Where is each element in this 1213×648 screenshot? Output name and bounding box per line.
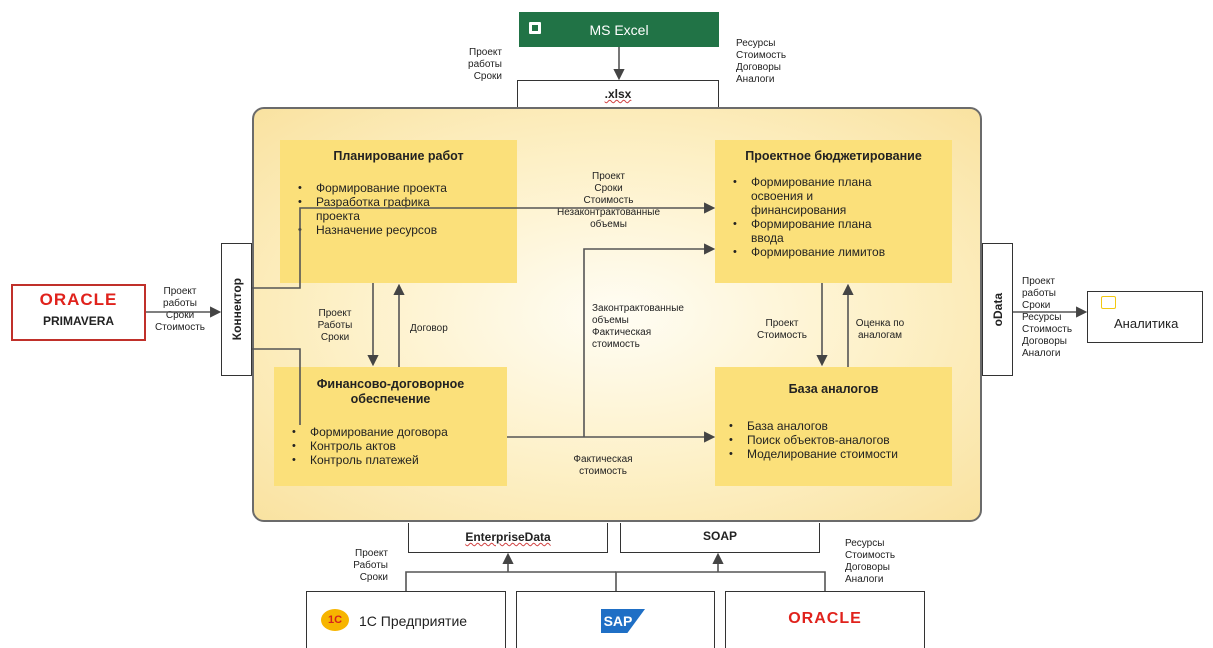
line-connector-planning (252, 207, 517, 289)
module-analogs-title: База аналогов (788, 382, 879, 396)
sap-box: SAP (516, 591, 715, 648)
bottom-left-label: Проект Работы Сроки (353, 548, 388, 583)
ms-excel-title: MS Excel (589, 21, 649, 38)
list-item: Формирование лимитов (731, 245, 885, 259)
list-item: Формирование проекта (296, 181, 447, 195)
oracle-db-box: ORACLE (725, 591, 925, 648)
excel-icon (529, 22, 541, 34)
primavera-input-label: Проект работы Сроки Стоимость (154, 286, 206, 333)
module-analogs: База аналогов База аналогов Поиск объект… (715, 367, 952, 486)
list-item: Формирование договора (290, 425, 448, 439)
enterprise-data-label: EnterpriseData (465, 530, 551, 544)
oracle-primavera-box: ORACLE PRIMAVERA (11, 284, 146, 341)
powerbi-icon (1101, 296, 1116, 309)
soap-label: SOAP (702, 529, 737, 543)
onec-title: 1С Предприятие (359, 613, 468, 629)
module-planning-title: Планирование работ (333, 149, 464, 163)
list-item: Формирование плана освоения и финансиров… (731, 175, 885, 217)
label-fact-cost: Фактическая стоимость (573, 454, 633, 477)
enterprise-data-connector: EnterpriseData (408, 523, 608, 553)
primavera-label: PRIMAVERA (42, 314, 115, 328)
bottom-right-label: Ресурсы Стоимость Договоры Аналоги (845, 538, 896, 585)
label-budget-to-analogs: Проект Стоимость (756, 318, 808, 341)
connector-box: Коннектор (221, 243, 252, 376)
excel-output-label: Ресурсы Стоимость Договоры Аналоги (736, 38, 787, 85)
oracle-logo: ORACLE (39, 290, 118, 309)
analytics-box: Аналитика (1087, 291, 1203, 343)
module-planning: Планирование работ Формирование проекта … (280, 140, 517, 283)
list-item: Разработка графика проекта (296, 195, 447, 223)
list-item: Контроль платежей (290, 453, 448, 467)
module-finance: Финансово-договорное обеспечение Формиро… (274, 367, 507, 486)
module-planning-list: Формирование проекта Разработка графика … (296, 181, 447, 237)
odata-box: oData (982, 243, 1013, 376)
line-bottom-right (615, 571, 826, 591)
list-item: Формирование плана ввода (731, 217, 885, 245)
excel-input-label: Проект работы Сроки (468, 47, 502, 82)
onec-logo: 1С (321, 609, 349, 631)
list-item: База аналогов (727, 419, 898, 433)
label-contracted: Законтрактованные объемы Фактическая сто… (592, 303, 684, 350)
xlsx-connector: .xlsx (517, 80, 719, 107)
soap-connector: SOAP (620, 523, 820, 553)
list-item: Моделирование стоимости (727, 447, 898, 461)
module-budgeting: Проектное бюджетирование Формирование пл… (715, 140, 952, 283)
module-budgeting-list: Формирование плана освоения и финансиров… (731, 175, 885, 259)
onec-box: 1С 1С Предприятие (306, 591, 506, 648)
list-item: Поиск объектов-аналогов (727, 433, 898, 447)
label-plan-to-budget: Проект Сроки Стоимость Незаконтрактованн… (556, 171, 661, 230)
module-finance-list: Формирование договора Контроль актов Кон… (290, 425, 448, 467)
label-plan-to-fin: Проект Работы Сроки (317, 308, 353, 343)
ms-excel-box: MS Excel (519, 12, 719, 47)
xlsx-label: .xlsx (604, 87, 632, 101)
label-analogs-to-budget: Оценка по аналогам (855, 318, 905, 341)
analytics-title: Аналитика (1114, 316, 1179, 331)
line-connector-finance (252, 348, 301, 425)
module-finance-title: Финансово-договорное обеспечение (316, 377, 465, 406)
line-bottom-left (405, 571, 616, 591)
module-analogs-list: База аналогов Поиск объектов-аналогов Мо… (727, 419, 898, 461)
arrow-fin-budget (583, 243, 716, 437)
analytics-input-label: Проект работы Сроки Ресурсы Стоимость До… (1022, 276, 1073, 359)
oracle-db-logo: ORACLE (788, 610, 862, 627)
label-fin-to-plan: Договор (410, 323, 448, 334)
list-item: Контроль актов (290, 439, 448, 453)
module-budgeting-title: Проектное бюджетирование (745, 149, 922, 163)
